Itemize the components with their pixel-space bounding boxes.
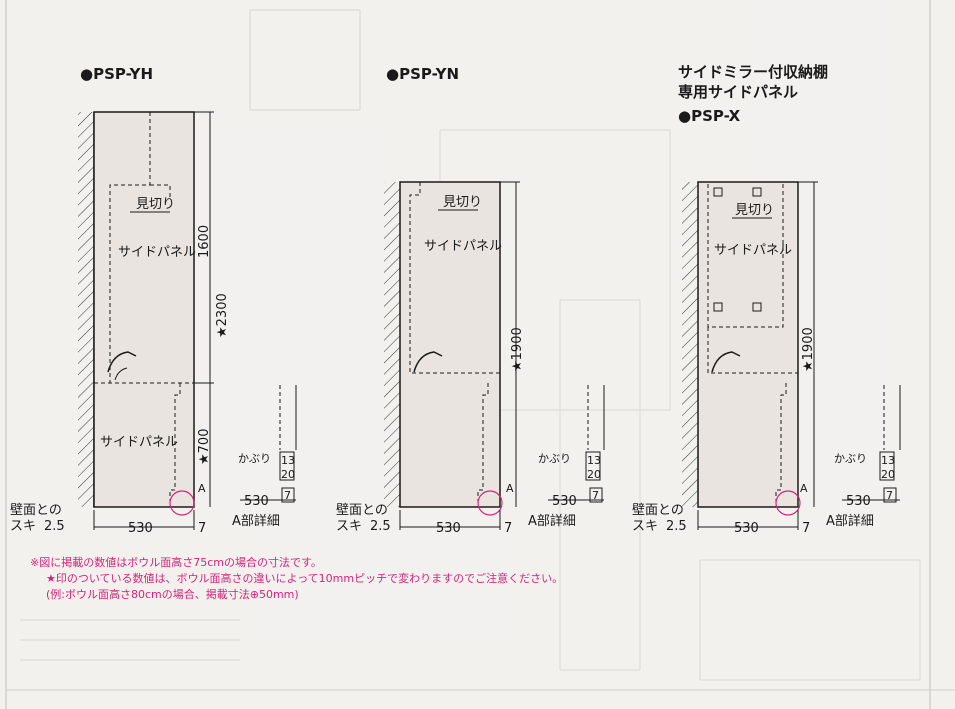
detail-7: 7 [592,489,599,502]
wall-gap-label: 壁面との [336,503,388,518]
detail-a-psp-yh: かぶり 13 20 530 7 A部詳細 [232,385,297,529]
dim-lower: ★700 [197,429,212,465]
detail-7: 7 [886,489,893,502]
width-dim: 530 [436,521,461,536]
subtitle-line-2: 専用サイドパネル [678,83,798,101]
kaburi-label: かぶり [834,452,867,465]
note-3: (例:ボウル面高さ80cmの場合、掲載寸法⊕50mm) [46,587,299,601]
wall-gap-label-2: スキ [632,519,658,534]
dim-total: ★1900 [510,327,525,372]
detail-a-marker [169,490,195,516]
wall-gap-label: 壁面との [10,503,62,518]
detail-20: 20 [587,468,601,481]
panel-body [399,181,501,508]
detail-a-psp-x: かぶり 13 20 530 7 A部詳細 [826,385,901,529]
title-psp-x: ●PSP-X [678,107,741,125]
kaburi-label: かぶり [538,452,571,465]
detail-20: 20 [281,468,295,481]
detail-caption: A部詳細 [232,513,280,529]
panel-body [697,181,799,508]
subtitle-line-1: サイドミラー付収納棚 [678,63,828,81]
wall-hatch [78,112,94,507]
diagram-psp-x: サイドミラー付収納棚 専用サイドパネル ●PSP-X 見切り サイドパネル ★1… [632,63,901,536]
right-gap-dim: 7 [198,521,206,536]
side-panel-lower-label: サイドパネル [100,435,178,450]
detail-width: 530 [244,494,269,509]
wall-hatch [682,182,698,507]
detail-a-psp-yn: かぶり 13 20 530 7 A部詳細 [528,385,605,529]
note-1: ※図に掲載の数値はボウル面高さ75cmの場合の寸法です。 [30,555,322,569]
footnotes: ※図に掲載の数値はボウル面高さ75cmの場合の寸法です。 ★印のついている数値は… [30,555,563,601]
wall-gap-value: 2.5 [370,519,391,534]
title-psp-yn: ●PSP-YN [386,65,459,83]
dim-total: ★1900 [801,327,816,372]
note-2: ★印のついている数値は、ボウル面高さの違いによって10mmピッチで変わりますので… [46,571,563,585]
side-panel-label: サイドパネル [714,243,792,258]
side-panel-label: サイドパネル [424,239,502,254]
detail-caption: A部詳細 [826,513,874,529]
width-dim: 530 [734,521,759,536]
kaburi-label: かぶり [238,452,271,465]
detail-a-letter: A [506,482,514,495]
wall-gap-value: 2.5 [666,519,687,534]
detail-7: 7 [284,489,291,502]
right-gap-dim: 7 [802,521,810,536]
wall-gap-label: 壁面との [632,503,684,518]
detail-20: 20 [881,468,895,481]
detail-width: 530 [846,494,871,509]
detail-width: 530 [552,494,577,509]
detail-a-marker [477,490,503,516]
wall-gap-label-2: スキ [336,519,362,534]
detail-13: 13 [881,454,895,467]
dim-total: ★2300 [215,293,230,338]
mikiri-label: 見切り [443,195,482,210]
right-gap-dim: 7 [504,521,512,536]
detail-13: 13 [587,454,601,467]
width-dim: 530 [128,521,153,536]
wall-hatch [384,182,400,507]
detail-a-letter: A [800,482,808,495]
wall-gap-label-2: スキ [10,519,36,534]
mikiri-label: 見切り [735,203,774,218]
detail-a-marker [775,490,801,516]
diagram-psp-yh: ●PSP-YH 見切り サイドパネル サイドパネル 1600 ★2300 ★70… [10,65,297,536]
detail-caption: A部詳細 [528,513,576,529]
mikiri-label: 見切り [136,197,175,212]
diagram-psp-yn: ●PSP-YN 見切り サイドパネル ★1900 A 530 7 壁面との スキ… [336,65,605,536]
side-panel-label: サイドパネル [118,245,196,260]
panel-body [93,111,195,508]
detail-13: 13 [281,454,295,467]
wall-gap-value: 2.5 [44,519,65,534]
dim-upper: 1600 [197,225,212,258]
title-psp-yh: ●PSP-YH [80,65,153,83]
detail-a-letter: A [198,482,206,495]
